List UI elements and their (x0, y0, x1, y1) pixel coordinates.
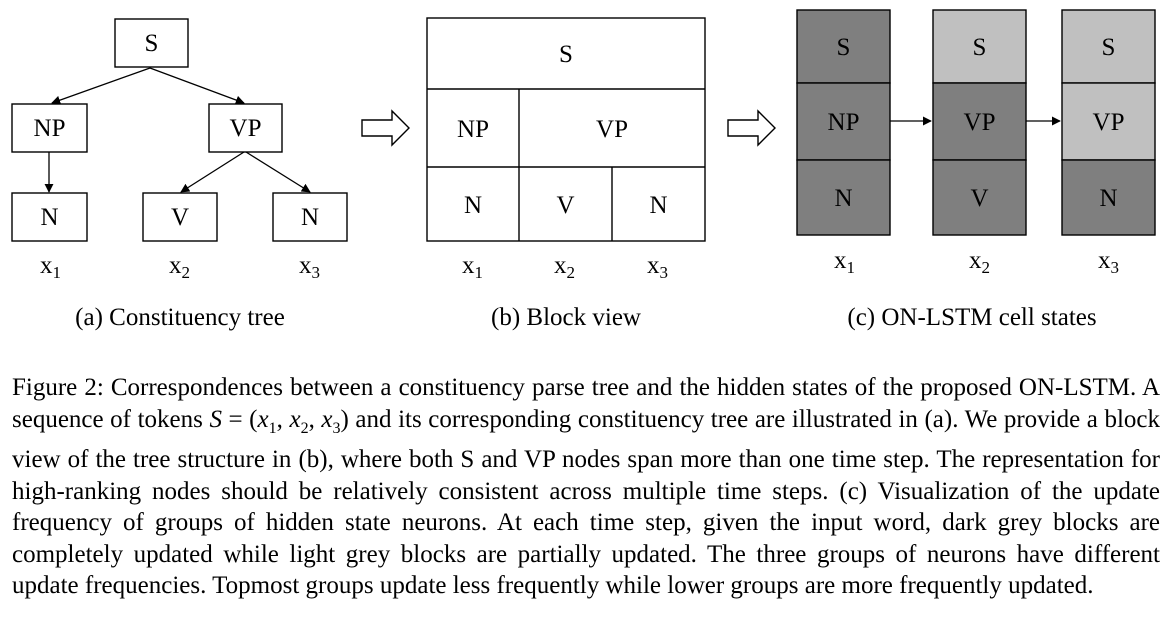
figure-diagram: S NP VP N V N x1 x2 x3 (a) Constituency … (11, 9, 1156, 331)
caption-text-part2: and its corresponding constituency tree … (12, 405, 1161, 600)
block-cell-np: NP (457, 116, 489, 143)
edge-s-np (51, 67, 151, 105)
cell-3-bot-label: N (1099, 185, 1117, 212)
caption-label: Figure 2: (12, 374, 104, 401)
block-token-2: x2 (554, 252, 575, 282)
cell-token-2: x2 (969, 247, 990, 277)
block-outline (426, 17, 706, 242)
tree-token-3: x3 (299, 252, 320, 282)
cell-2-mid-label: VP (964, 109, 996, 136)
hollow-arrow-right-icon (727, 109, 776, 147)
cell-states: S NP N S VP V S VP N x1 x2 x3 (c) ON-LST… (796, 9, 1156, 331)
cell-2-top-label: S (973, 34, 987, 61)
cell-column-2: S VP V (932, 9, 1027, 236)
block-cell-n1: N (464, 192, 482, 219)
block-cell-vp: VP (596, 116, 628, 143)
caption-math: S = (x1, x2, x3) (209, 405, 349, 437)
block-cell-v: V (556, 192, 574, 219)
caption-text-part1: Correspondences between a constituency p… (12, 374, 1161, 433)
cell-3-bot (1061, 159, 1156, 236)
cell-3-mid (1061, 82, 1156, 161)
block-caption: (b) Block view (491, 304, 641, 331)
hollow-arrow-right-icon (361, 109, 410, 147)
tree-node-n1-box (11, 192, 88, 242)
cell-2-top (932, 9, 1027, 84)
edge-vp-n (245, 151, 311, 193)
block-token-1: x1 (462, 252, 483, 282)
cell-1-bot (796, 159, 891, 236)
cell-token-1: x1 (834, 247, 855, 277)
tree-node-s: S (145, 30, 159, 57)
block-token-3: x3 (647, 252, 668, 282)
tree-node-s-box (114, 18, 189, 68)
constituency-tree: S NP VP N V N x1 x2 x3 (a) Constituency … (11, 18, 348, 331)
tree-caption: (a) Constituency tree (75, 304, 285, 331)
tree-node-v: V (171, 204, 189, 231)
tree-node-n2: N (301, 204, 319, 231)
cell-2-bot (932, 159, 1027, 236)
cell-3-top-label: S (1102, 34, 1116, 61)
cell-column-3: S VP N (1061, 9, 1156, 236)
cell-1-top-label: S (837, 34, 851, 61)
cell-1-top (796, 9, 891, 84)
figure-caption: Figure 2: Correspondences between a cons… (12, 372, 1160, 602)
cell-3-mid-label: VP (1093, 109, 1125, 136)
edge-s-vp (149, 67, 245, 105)
tree-node-v-box (142, 192, 218, 242)
cell-2-bot-label: V (970, 185, 988, 212)
cell-3-top (1061, 9, 1156, 84)
tree-node-np: NP (34, 115, 66, 142)
tree-node-np-box (11, 103, 88, 153)
tree-node-n1: N (40, 204, 58, 231)
tree-token-1: x1 (40, 252, 61, 282)
tree-node-n2-box (272, 192, 348, 242)
cell-1-bot-label: N (834, 185, 852, 212)
tree-token-2: x2 (169, 252, 190, 282)
edge-vp-v (180, 151, 245, 193)
cell-1-mid (796, 82, 891, 161)
tree-node-vp-box (208, 103, 283, 153)
block-cell-s: S (559, 41, 573, 68)
cell-column-1: S NP N (796, 9, 891, 236)
block-cell-n2: N (649, 192, 667, 219)
cell-1-mid-label: NP (828, 109, 860, 136)
cells-caption: (c) ON-LSTM cell states (847, 304, 1096, 331)
tree-node-vp: VP (230, 115, 262, 142)
block-view: S NP VP N V N x1 x2 x3 (b) Block view (426, 17, 706, 331)
cell-token-3: x3 (1098, 247, 1119, 277)
